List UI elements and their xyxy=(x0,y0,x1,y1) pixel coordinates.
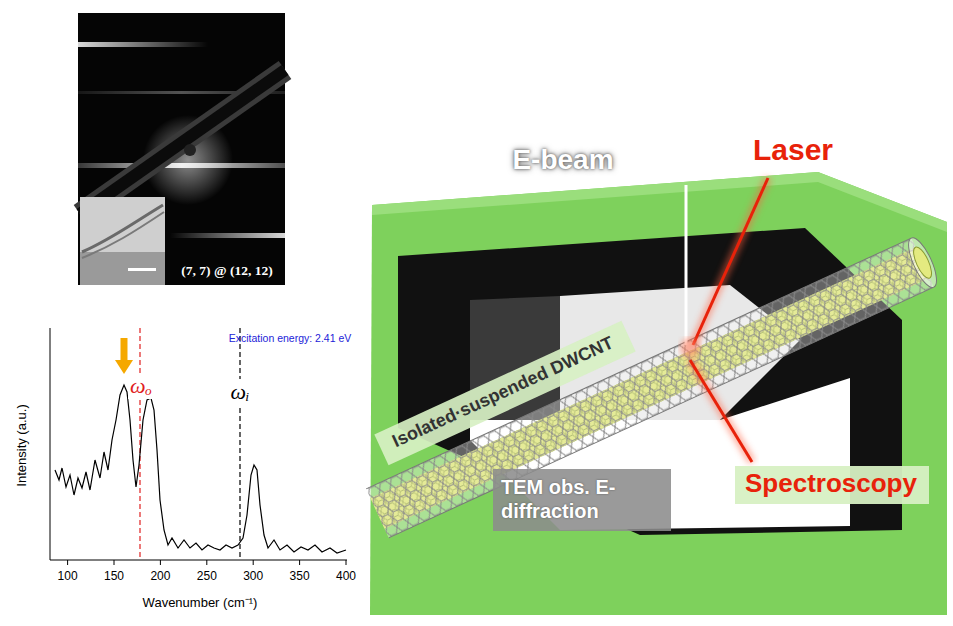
peak-arrow-head xyxy=(115,360,133,374)
e-beam-label: E-beam xyxy=(512,144,613,176)
tick-label: 350 xyxy=(290,570,310,584)
tick-label: 300 xyxy=(243,570,263,584)
scatter-glow xyxy=(690,360,752,462)
image-ground xyxy=(78,13,285,285)
excitation-note: Excitation energy: 2.41 eV xyxy=(229,332,352,344)
omega-i-label: ωᵢ xyxy=(228,379,251,404)
chirality-label: (7, 7) @ (12, 12) xyxy=(181,263,272,279)
x-tick xyxy=(206,560,207,565)
scattered-light xyxy=(690,360,752,462)
tube-edge xyxy=(366,238,911,489)
tube-edge xyxy=(389,287,934,538)
omega-i-line xyxy=(239,328,240,560)
raman-chart xyxy=(50,328,347,565)
tube-end xyxy=(903,234,942,291)
beams xyxy=(680,178,768,462)
omega-o-label: ωₒ xyxy=(128,373,154,398)
scale-bar xyxy=(128,268,156,271)
peak-arrow xyxy=(121,338,128,362)
y-axis xyxy=(50,328,51,560)
raman-spectrum xyxy=(55,385,346,553)
tube-image xyxy=(82,205,163,252)
tick-label: 250 xyxy=(197,570,217,584)
tick-label: 400 xyxy=(336,570,356,584)
tick-label: 150 xyxy=(104,570,124,584)
y-axis-title: Intensity (a.u.) xyxy=(15,404,30,486)
laser-glow xyxy=(693,178,768,345)
beam-stop-tip xyxy=(184,144,196,156)
dwcnt xyxy=(366,234,942,538)
beam-stop-core xyxy=(80,70,285,214)
tem-label-box: TEM obs. E-diffraction xyxy=(493,469,671,531)
x-tick xyxy=(253,560,254,565)
beam-stop xyxy=(80,70,285,214)
e-beam-glow xyxy=(683,185,690,345)
x-axis-title: Wavenumber (cm⁻¹) xyxy=(143,596,258,611)
outer-tube xyxy=(366,238,934,538)
e-beam xyxy=(685,185,688,345)
tick-label: 200 xyxy=(150,570,170,584)
layer-line xyxy=(170,233,285,238)
outer-tube-lattice xyxy=(366,238,934,538)
tem-inset-shade xyxy=(80,252,165,285)
x-tick xyxy=(346,560,347,565)
node-text: TEM obs. E-diffraction xyxy=(501,475,661,523)
node-text: Isolated·suspended DWCNT xyxy=(389,332,617,452)
tem-inset xyxy=(80,197,165,285)
laser-label: Laser xyxy=(753,133,833,168)
tube-image xyxy=(82,212,164,258)
diffraction-image xyxy=(78,13,285,285)
spectroscopy-banner: Spectroscopy xyxy=(735,466,929,504)
tube-label-banner: Isolated·suspended DWCNT xyxy=(374,321,635,466)
x-tick xyxy=(160,560,161,565)
node-text: Spectroscopy xyxy=(745,468,917,499)
beam-spot xyxy=(680,338,700,358)
substrate-edge xyxy=(372,172,947,232)
laser-beam xyxy=(693,178,768,345)
x-ticks xyxy=(68,560,346,565)
x-tick xyxy=(299,560,300,565)
layer-line xyxy=(78,42,208,47)
x-tick xyxy=(114,560,115,565)
x-tick xyxy=(67,560,68,565)
tick-label: 100 xyxy=(58,570,78,584)
x-axis xyxy=(50,560,347,561)
inner-tube-end xyxy=(910,245,935,281)
